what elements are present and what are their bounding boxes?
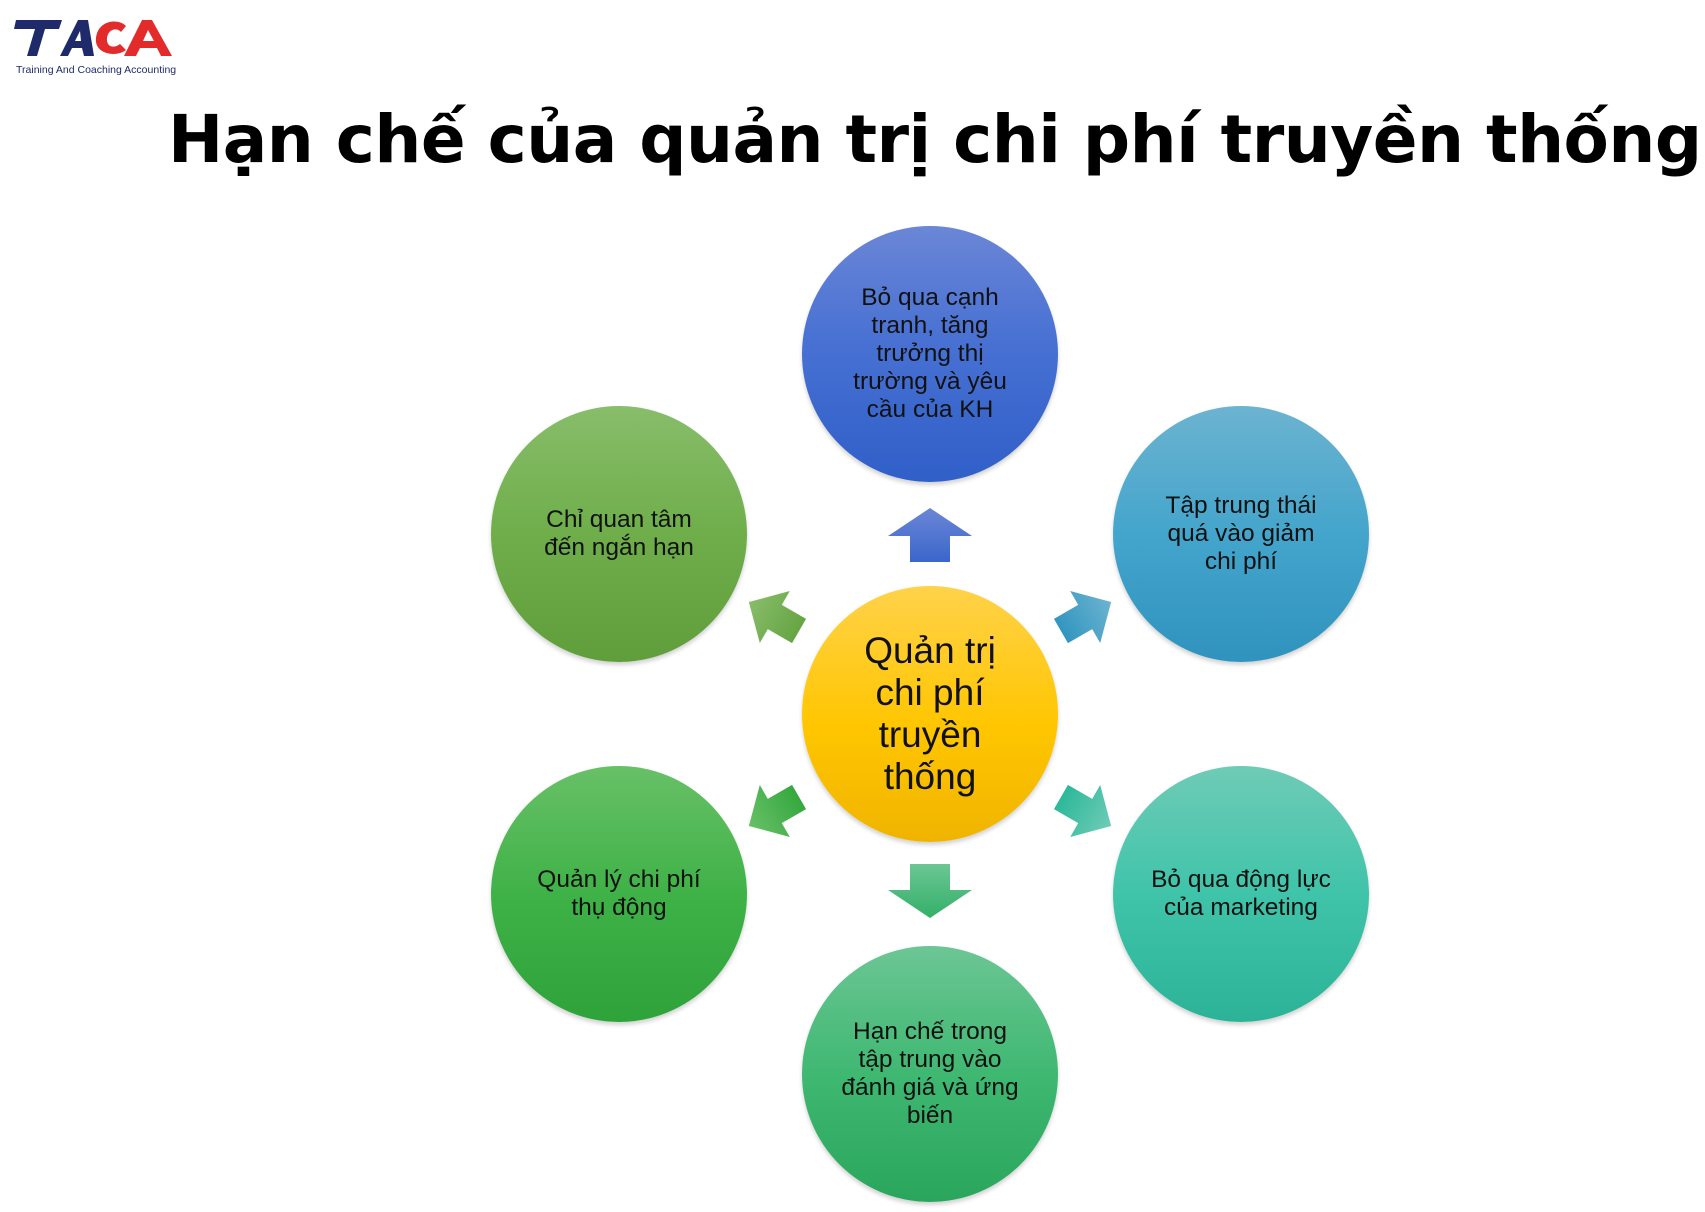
node-bottom-right-label: Bỏ qua động lực của marketing — [1151, 866, 1331, 921]
node-top-label: Bỏ qua cạnh tranh, tăng trưởng thị trườn… — [853, 284, 1007, 423]
taca-logo-mark — [14, 20, 172, 56]
node-top-right-label: Tập trung thái quá vào giảm chi phí — [1165, 492, 1317, 575]
arrow-up — [888, 508, 972, 562]
node-top-left-label: Chỉ quan tâm đến ngắn hạn — [544, 506, 694, 561]
node-bottom-left: Quản lý chi phí thụ động — [491, 766, 747, 1022]
center-node-label: Quản trị chi phí truyền thống — [864, 630, 996, 797]
node-bottom: Hạn chế trong tập trung vào đánh giá và … — [802, 946, 1058, 1202]
page-title: Hạn chế của quản trị chi phí truyền thốn… — [168, 101, 1702, 178]
node-top-right: Tập trung thái quá vào giảm chi phí — [1113, 406, 1369, 662]
node-top: Bỏ qua cạnh tranh, tăng trưởng thị trườn… — [802, 226, 1058, 482]
node-bottom-left-label: Quản lý chi phí thụ động — [537, 866, 701, 921]
center-node: Quản trị chi phí truyền thống — [802, 586, 1058, 842]
taca-logo: Training And Coaching Accounting — [14, 14, 177, 80]
node-bottom-right: Bỏ qua động lực của marketing — [1113, 766, 1369, 1022]
node-bottom-label: Hạn chế trong tập trung vào đánh giá và … — [841, 1018, 1019, 1129]
arrow-down — [888, 864, 972, 918]
node-top-left: Chỉ quan tâm đến ngắn hạn — [491, 406, 747, 662]
logo-tagline: Training And Coaching Accounting — [16, 64, 177, 76]
